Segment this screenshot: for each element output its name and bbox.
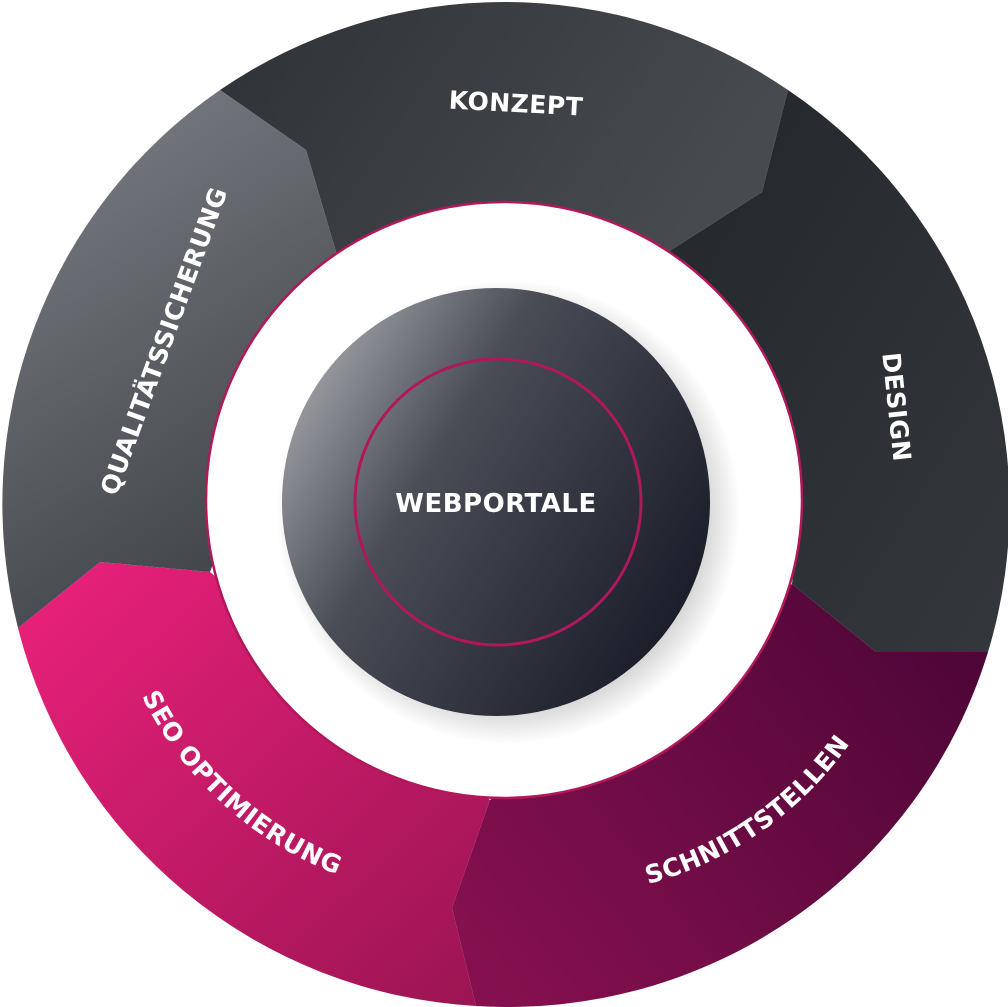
hub-sphere bbox=[282, 288, 710, 716]
segment-design bbox=[668, 90, 1008, 652]
label-konzept: KONZEPT bbox=[448, 86, 584, 122]
segment-konzept bbox=[220, 1, 788, 252]
hub-accent-ring bbox=[353, 357, 643, 647]
segment-qualitaetssicherung bbox=[2, 90, 337, 628]
center-label: WEBPORTALE bbox=[395, 489, 596, 519]
segment-seo-optimierung bbox=[18, 562, 490, 1006]
segment-schnittstellen bbox=[452, 584, 988, 1007]
